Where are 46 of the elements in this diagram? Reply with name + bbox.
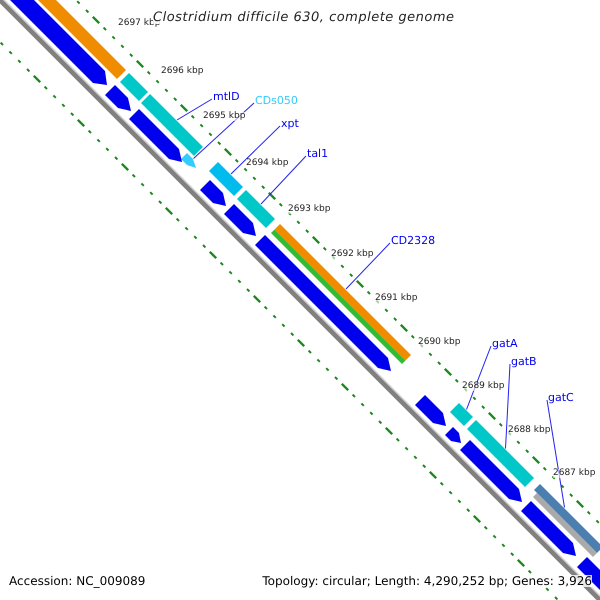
- gene-feature: [450, 403, 473, 426]
- gene-feature: [460, 440, 522, 502]
- gene-feature: [415, 395, 446, 426]
- gene-label: gatA: [492, 338, 518, 349]
- tick-label: 2688 kbp: [508, 426, 550, 435]
- leader-line: [466, 346, 492, 410]
- tick-label: 2695 kbp: [203, 112, 246, 121]
- leader-line: [346, 242, 390, 290]
- gene-label: CD2328: [391, 235, 436, 246]
- gene-feature: [200, 180, 226, 206]
- gene-label: gatC: [548, 392, 574, 403]
- gene-feature: [120, 73, 148, 101]
- accession-text: Accession: NC_009089: [9, 575, 146, 587]
- tick-label: 2692 kbp: [331, 250, 374, 259]
- gene-feature: [467, 420, 534, 487]
- gene-feature: [129, 109, 182, 162]
- gene-label: xpt: [281, 118, 299, 129]
- gene-feature: [533, 493, 597, 557]
- leader-line: [546, 400, 565, 508]
- gene-feature: [521, 501, 576, 556]
- leader-line: [193, 102, 254, 159]
- leader-line: [176, 98, 212, 120]
- gene-feature: [105, 85, 131, 111]
- tick-label: 2687 kbp: [553, 469, 596, 478]
- gene-feature: [237, 190, 275, 228]
- gene-label: CDs050: [255, 95, 298, 106]
- gene-label: gatB: [511, 356, 537, 367]
- gene-feature: [141, 94, 203, 156]
- gene-feature: [10, 0, 107, 85]
- gene-feature: [209, 162, 243, 196]
- tick-label: 2696 kbp: [161, 67, 204, 76]
- leader-line: [505, 364, 510, 449]
- gene-feature: [534, 484, 600, 553]
- tick-label: 2689 kbp: [462, 382, 504, 391]
- gene-label: tal1: [307, 148, 328, 159]
- tick-label: 2693 kbp: [288, 205, 330, 214]
- leader-line: [230, 126, 280, 174]
- tick-label: 2690 kbp: [418, 338, 460, 347]
- leader-line: [260, 156, 306, 204]
- gene-label: mtlD: [213, 91, 240, 102]
- genome-info-text: Topology: circular; Length: 4,290,252 bp; Genes: 3,926: [262, 575, 592, 587]
- tick-label: 2691 kbp: [375, 294, 418, 303]
- tick-label: 2694 kbp: [246, 159, 288, 168]
- gene-feature: [224, 204, 256, 236]
- gene-feature: [181, 153, 196, 168]
- gene-feature: [445, 427, 461, 443]
